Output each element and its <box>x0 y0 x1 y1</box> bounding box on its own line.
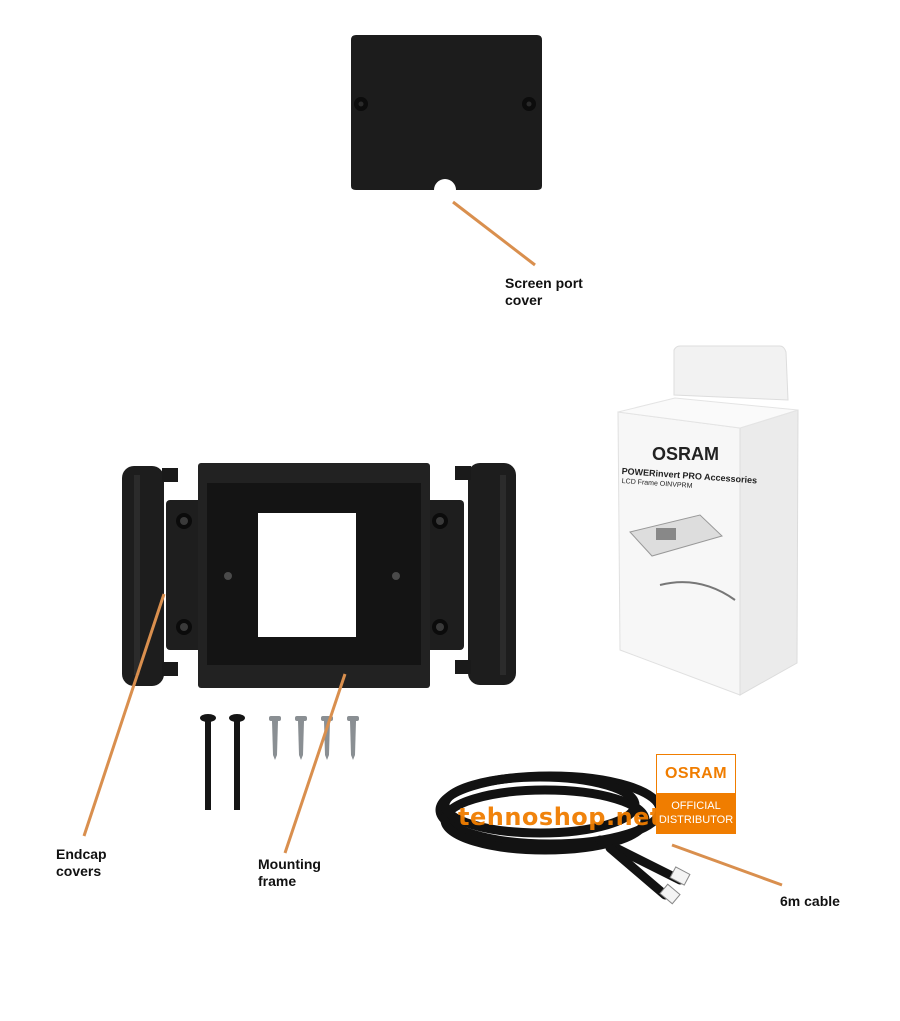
osram-official-distributor-badge: OSRAM OFFICIAL DISTRIBUTOR <box>656 754 736 834</box>
watermark-text: tehnoshop.net <box>458 803 662 831</box>
label-screen-port-cover: Screen port cover <box>505 275 583 308</box>
badge-line-distributor: DISTRIBUTOR <box>658 814 734 826</box>
product-box <box>617 345 799 696</box>
screen-port-cover <box>351 35 542 190</box>
mounting-frame <box>166 463 464 688</box>
label-endcap-covers: Endcap covers <box>56 846 107 879</box>
self-tapping-screws <box>269 716 359 760</box>
rj-connectors <box>659 866 691 905</box>
label-mounting-frame: Mounting frame <box>258 856 321 889</box>
endcap-cover-left <box>122 466 178 686</box>
badge-line-official: OFFICIAL <box>671 800 721 812</box>
label-6m-cable: 6m cable <box>780 893 840 909</box>
mounting-screws <box>200 714 245 810</box>
package-brand: OSRAM <box>652 444 719 464</box>
flat-cable <box>435 771 685 900</box>
badge-brand: OSRAM <box>657 755 735 793</box>
badge-caption: OFFICIAL DISTRIBUTOR <box>657 793 735 833</box>
leader-lines <box>82 200 783 887</box>
endcap-cover-right <box>455 463 516 685</box>
